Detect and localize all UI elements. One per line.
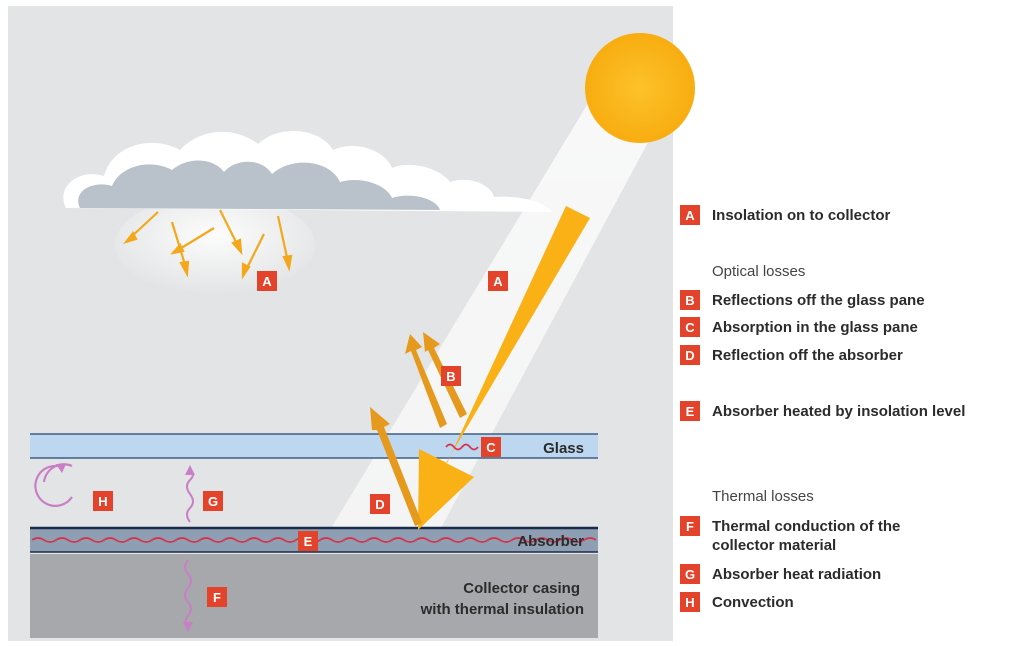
light-cone: [330, 100, 652, 530]
legend: A Insolation on to collector Optical los…: [680, 0, 1020, 646]
marker-a-beam: A: [488, 271, 508, 291]
diffuse-insolation-arrows: [123, 209, 293, 280]
legend-item-f: F Thermal conduction of the collector ma…: [680, 516, 942, 555]
legend-item-b: B Reflections off the glass pane: [680, 290, 925, 310]
svg-text:C: C: [486, 440, 496, 455]
convection-loop-icon: [34, 463, 73, 507]
absorber-label: Absorber: [517, 533, 584, 550]
sun-icon: [585, 33, 695, 143]
svg-text:G: G: [208, 494, 218, 509]
thermal-losses-heading: Thermal losses: [712, 488, 814, 505]
glass-absorption-wave: [445, 443, 479, 451]
svg-text:D: D: [375, 497, 384, 512]
marker-a-cloud: A: [257, 271, 277, 291]
marker-b: B: [441, 366, 461, 386]
svg-text:E: E: [304, 534, 313, 549]
marker-d: D: [370, 494, 390, 514]
casing-label-line2: with thermal insulation: [420, 601, 584, 618]
casing-label-line1: Collector casing: [463, 580, 580, 597]
heat-radiation-arrow: [185, 465, 195, 523]
insolation-arrow: [418, 206, 590, 530]
thermal-conduction-arrow: [183, 559, 193, 632]
diffuse-light-glow: [115, 195, 315, 295]
svg-text:H: H: [98, 494, 107, 509]
marker-c: C: [481, 437, 501, 457]
glass-label: Glass: [543, 440, 584, 457]
legend-item-g: G Absorber heat radiation: [680, 564, 881, 584]
svg-text:A: A: [262, 274, 272, 289]
legend-item-h: H Convection: [680, 592, 794, 612]
collector-casing: [30, 554, 598, 638]
optical-losses-heading: Optical losses: [712, 263, 806, 280]
svg-text:A: A: [493, 274, 503, 289]
marker-g: G: [203, 491, 223, 511]
legend-item-c: C Absorption in the glass pane: [680, 317, 918, 337]
svg-text:B: B: [446, 369, 455, 384]
marker-f: F: [207, 587, 227, 607]
glass-pane: [30, 434, 598, 458]
marker-h: H: [93, 491, 113, 511]
cloud-icon: [63, 131, 553, 212]
legend-item-e: E Absorber heated by insolation level: [680, 401, 965, 421]
svg-text:F: F: [213, 590, 221, 605]
legend-item-d: D Reflection off the absorber: [680, 345, 903, 365]
marker-e: E: [298, 531, 318, 551]
legend-item-a: A Insolation on to collector: [680, 205, 890, 225]
